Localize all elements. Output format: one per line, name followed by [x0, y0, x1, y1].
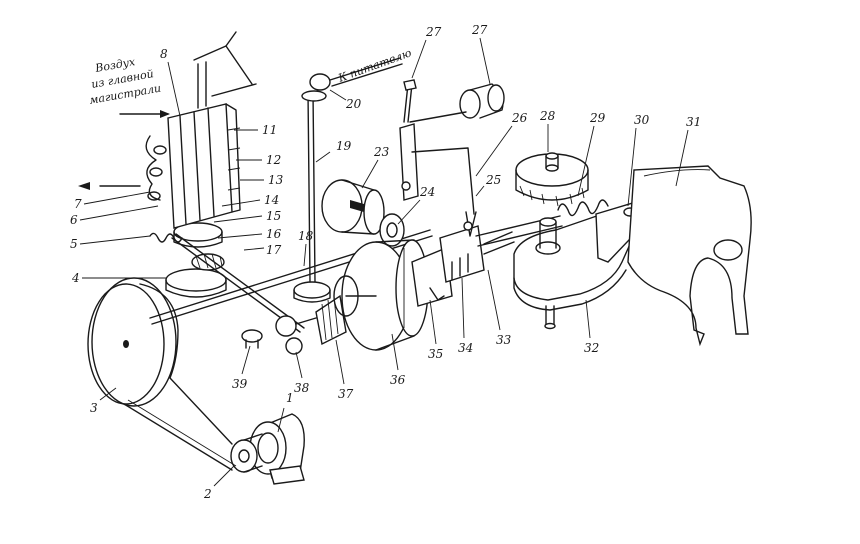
label-7: 7 — [74, 197, 82, 211]
label-12: 12 — [266, 153, 281, 167]
gear-28 — [515, 152, 589, 207]
part-38 — [275, 315, 317, 355]
rod-27 — [403, 79, 417, 123]
part-labels: 1 2 3 4 5 6 7 8 11 12 13 14 15 16 17 18 … — [70, 23, 701, 501]
air-inlet-fittings — [78, 110, 170, 201]
label-16: 16 — [266, 227, 282, 241]
leader-lines — [79, 37, 689, 487]
drum-36 — [333, 239, 429, 351]
weight-27 — [459, 83, 505, 119]
label-5: 5 — [70, 237, 78, 251]
gear-24 — [379, 213, 405, 247]
label-39: 39 — [232, 377, 248, 391]
label-37: 37 — [338, 387, 354, 401]
label-35: 35 — [428, 347, 443, 361]
label-25: 25 — [485, 173, 501, 187]
lever-26 — [399, 111, 477, 237]
vertical-shaft-19 — [307, 91, 316, 283]
label-8: 8 — [160, 47, 168, 61]
label-32: 32 — [584, 341, 599, 355]
label-11: 11 — [262, 123, 277, 137]
gear-wheel-4 — [165, 268, 227, 298]
cam-34-33 — [439, 225, 515, 283]
label-29: 29 — [589, 111, 606, 125]
gear-wheel-14 — [173, 222, 223, 248]
label-19: 19 — [336, 139, 352, 153]
motor-pulley — [230, 433, 263, 473]
label-27a: 27 — [425, 25, 442, 39]
to-feeder-inscription: К питателю — [336, 46, 414, 85]
part-39 — [241, 329, 263, 349]
label-15: 15 — [266, 209, 281, 223]
valve-20 — [301, 57, 403, 102]
label-33: 33 — [496, 333, 512, 347]
crossed-shafts — [171, 233, 305, 333]
label-24: 24 — [419, 185, 435, 199]
large-pulley — [87, 277, 177, 407]
coupling-35 — [411, 247, 453, 307]
spool-23 — [321, 179, 385, 235]
valve-rods — [193, 31, 257, 109]
bevel-gear-18 — [293, 281, 331, 303]
label-4: 4 — [71, 271, 80, 285]
label-20: 20 — [345, 97, 362, 111]
label-18: 18 — [298, 229, 314, 243]
label-6: 6 — [70, 213, 78, 227]
label-34: 34 — [458, 341, 473, 355]
electric-motor — [249, 413, 305, 485]
label-2: 2 — [203, 487, 212, 501]
label-13: 13 — [268, 173, 284, 187]
label-17: 17 — [266, 243, 282, 257]
label-14: 14 — [264, 193, 279, 207]
label-27b: 27 — [471, 23, 488, 37]
bevel-gear-37 — [315, 294, 347, 346]
air-inscription: Воздух из главной магистрали — [88, 55, 162, 107]
label-36: 36 — [390, 373, 406, 387]
drive-belt — [123, 283, 237, 471]
label-3: 3 — [90, 401, 98, 415]
label-1: 1 — [286, 391, 294, 405]
label-38: 38 — [294, 381, 310, 395]
label-28: 28 — [539, 109, 556, 123]
label-30: 30 — [634, 113, 650, 127]
valve-block — [167, 103, 241, 229]
spring-29 — [557, 199, 609, 217]
label-26: 26 — [511, 111, 528, 125]
plate-31 — [627, 165, 752, 347]
label-31: 31 — [686, 115, 701, 129]
label-23: 23 — [373, 145, 390, 159]
